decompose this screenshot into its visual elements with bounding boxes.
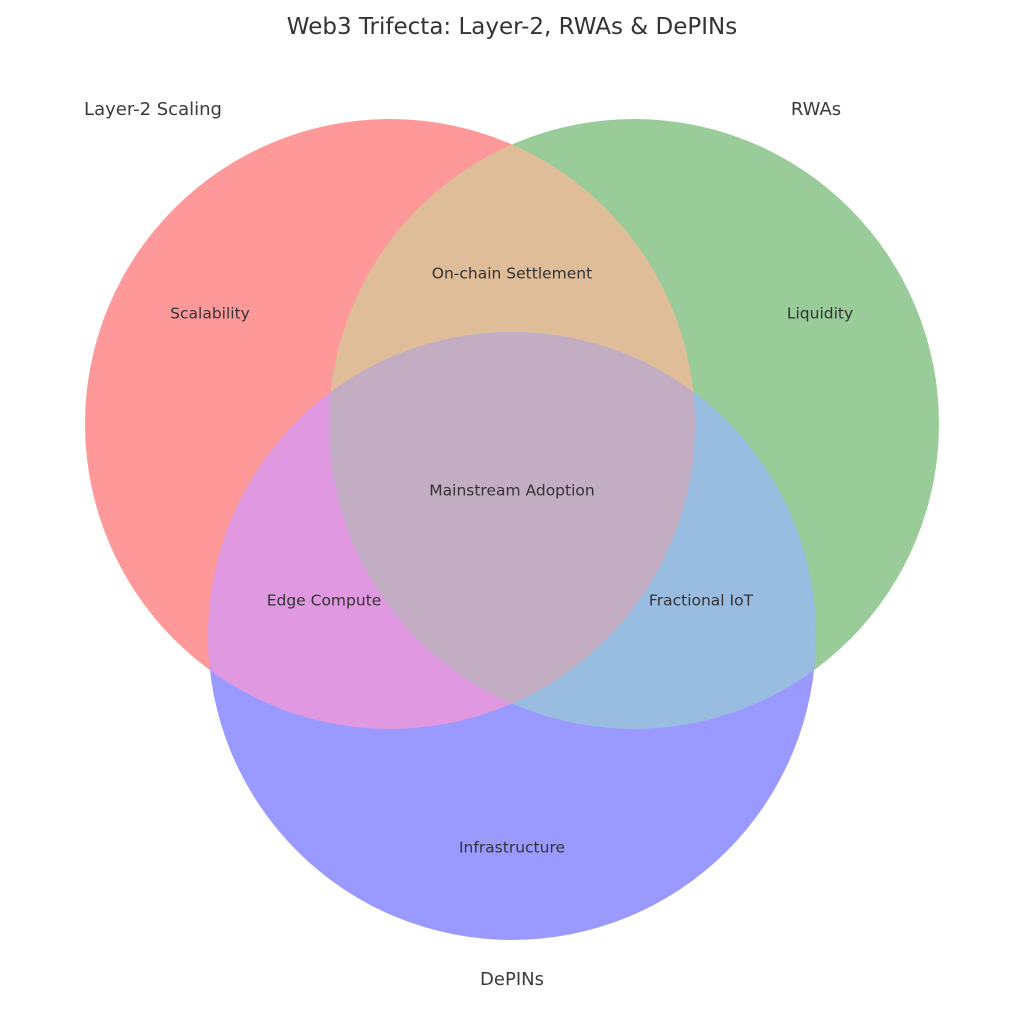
region-label-mainstream-adoption: Mainstream Adoption	[429, 481, 595, 500]
region-label-onchain-settlement: On-chain Settlement	[431, 264, 593, 283]
region-label-edge-compute: Edge Compute	[266, 591, 382, 610]
set-label-rwas: RWAs	[790, 99, 842, 121]
set-label-depins: DePINs	[480, 969, 544, 991]
set-label-layer2: Layer-2 Scaling	[84, 99, 222, 121]
diagram-title: Web3 Trifecta: Layer-2, RWAs & DePINs	[286, 14, 738, 41]
region-label-liquidity: Liquidity	[786, 304, 854, 323]
region-label-scalability: Scalability	[170, 304, 250, 323]
region-label-infrastructure: Infrastructure	[458, 838, 566, 857]
region-label-fractional-iot: Fractional IoT	[648, 591, 754, 610]
overlap-all-three	[329, 332, 695, 729]
